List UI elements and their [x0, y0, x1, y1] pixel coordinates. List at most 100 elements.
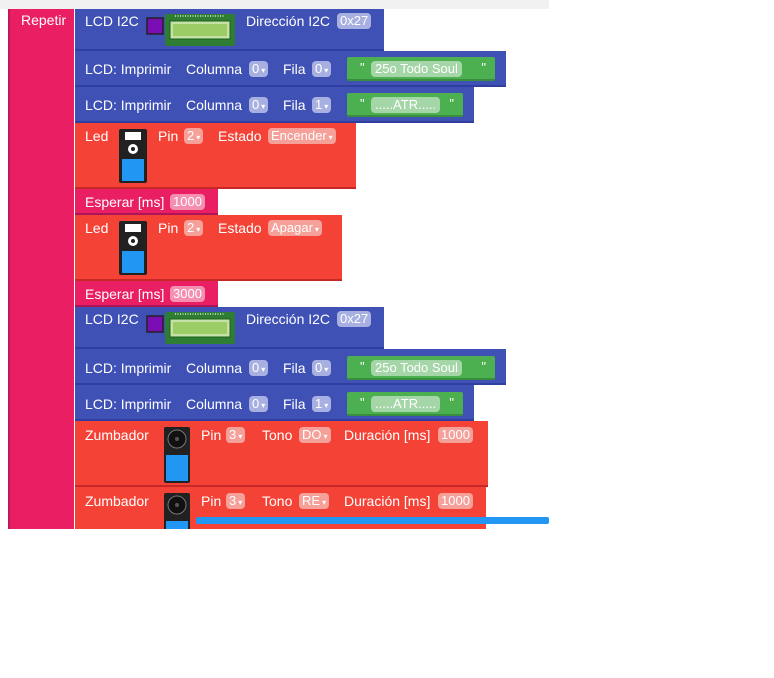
lcd-print-label: LCD: Imprimir: [85, 97, 172, 113]
lcd-i2c-block[interactable]: LCD I2C Dirección I2C 0x27: [75, 9, 384, 56]
row-label: Fila: [283, 360, 306, 376]
text-string-value[interactable]: 25o Todo Soul: [371, 360, 462, 376]
column-select[interactable]: 0▾: [249, 396, 269, 412]
duration-label: Duración [ms]: [344, 427, 431, 443]
open-quote-icon: ": [360, 96, 365, 111]
duration-value[interactable]: 1000: [438, 427, 473, 443]
row-value: 0: [315, 61, 323, 76]
chevron-down-icon: ▾: [322, 498, 327, 507]
chevron-down-icon: ▾: [328, 133, 333, 142]
wait-block[interactable]: Esperar [ms] 3000: [75, 281, 218, 312]
column-label: Columna: [186, 97, 243, 113]
workspace-top-edge: [0, 0, 549, 9]
wait-label: Esperar [ms]: [85, 194, 165, 210]
text-string-value[interactable]: .....ATR.....: [371, 396, 441, 412]
close-quote-icon: ": [449, 96, 454, 111]
pin-select[interactable]: 3▾: [226, 493, 246, 509]
chevron-down-icon: ▾: [324, 66, 329, 75]
chevron-down-icon: ▾: [324, 365, 329, 374]
i2c-address-label: Dirección I2C: [246, 13, 331, 29]
repeat-loop-block[interactable]: Repetir: [8, 9, 74, 529]
chevron-down-icon: ▾: [323, 432, 328, 441]
led-module-icon: [119, 221, 147, 275]
text-string-block[interactable]: " .....ATR..... ": [347, 392, 463, 416]
row-label: Fila: [283, 396, 306, 412]
text-string-block[interactable]: " 25o Todo Soul ": [347, 57, 495, 81]
row-select[interactable]: 1▾: [312, 396, 332, 412]
column-label: Columna: [186, 61, 243, 77]
chevron-down-icon: ▾: [261, 365, 266, 374]
state-value: Encender: [271, 128, 327, 143]
lcd-print-label: LCD: Imprimir: [85, 396, 172, 412]
buzzer-module-icon: [164, 493, 190, 529]
horizontal-scrollbar[interactable]: [196, 517, 549, 524]
lcd-print-block[interactable]: LCD: Imprimir Columna 0▾ Fila 0▾ " 25o T…: [75, 349, 506, 390]
tone-label: Tono: [262, 427, 293, 443]
chevron-down-icon: ▾: [324, 102, 329, 111]
led-label: Led: [85, 128, 109, 144]
chevron-down-icon: ▾: [238, 432, 243, 441]
led-block[interactable]: Led Pin 2▾ Estado Encender▾: [75, 123, 356, 194]
column-value: 0: [252, 97, 260, 112]
column-select[interactable]: 0▾: [249, 61, 269, 77]
wait-value[interactable]: 3000: [170, 286, 205, 302]
column-label: Columna: [186, 396, 243, 412]
wait-label: Esperar [ms]: [85, 286, 165, 302]
chevron-down-icon: ▾: [314, 225, 319, 234]
lcd-i2c-label: LCD I2C: [85, 311, 139, 327]
lcd-i2c-block[interactable]: LCD I2C Dirección I2C 0x27: [75, 307, 384, 354]
blocks-workspace[interactable]: Repetir LCD I2C Dirección I2C 0x27 LCD: …: [0, 0, 549, 529]
column-label: Columna: [186, 360, 243, 376]
open-quote-icon: ": [360, 395, 365, 410]
row-select[interactable]: 0▾: [312, 61, 332, 77]
chevron-down-icon: ▾: [324, 401, 329, 410]
i2c-address-value[interactable]: 0x27: [337, 13, 372, 29]
buzzer-block[interactable]: Zumbador Pin 3▾ Tono DO▾ Duración [ms] 1…: [75, 421, 488, 492]
duration-value[interactable]: 1000: [438, 493, 473, 509]
led-label: Led: [85, 220, 109, 236]
column-select[interactable]: 0▾: [249, 360, 269, 376]
buzzer-label: Zumbador: [85, 493, 149, 509]
tone-select[interactable]: DO▾: [299, 427, 331, 443]
lcd-print-block[interactable]: LCD: Imprimir Columna 0▾ Fila 1▾ " .....…: [75, 87, 474, 128]
pin-label: Pin: [201, 493, 222, 509]
tone-label: Tono: [262, 493, 293, 509]
column-select[interactable]: 0▾: [249, 97, 269, 113]
row-value: 1: [315, 97, 323, 112]
wait-value[interactable]: 1000: [170, 194, 205, 210]
state-label: Estado: [218, 128, 262, 144]
lcd-print-label: LCD: Imprimir: [85, 360, 172, 376]
text-string-value[interactable]: 25o Todo Soul: [371, 61, 462, 77]
text-string-value[interactable]: .....ATR.....: [371, 97, 441, 113]
text-string-block[interactable]: " 25o Todo Soul ": [347, 356, 495, 380]
tone-value: RE: [302, 493, 321, 508]
close-quote-icon: ": [481, 60, 486, 75]
wait-block[interactable]: Esperar [ms] 1000: [75, 189, 218, 220]
lcd-print-block[interactable]: LCD: Imprimir Columna 0▾ Fila 1▾ " .....…: [75, 385, 474, 426]
pin-select[interactable]: 2▾: [184, 220, 204, 236]
tone-select[interactable]: RE▾: [299, 493, 330, 509]
row-select[interactable]: 1▾: [312, 97, 332, 113]
lcd-print-block[interactable]: LCD: Imprimir Columna 0▾ Fila 0▾ " 25o T…: [75, 51, 506, 92]
tone-value: DO: [302, 427, 322, 442]
chevron-down-icon: ▾: [261, 102, 266, 111]
chevron-down-icon: ▾: [261, 66, 266, 75]
lcd-module-icon: [146, 312, 235, 344]
pin-label: Pin: [201, 427, 222, 443]
state-select[interactable]: Apagar▾: [268, 220, 322, 236]
text-string-block[interactable]: " .....ATR..... ": [347, 93, 463, 117]
lcd-i2c-label: LCD I2C: [85, 13, 139, 29]
i2c-address-label: Dirección I2C: [246, 311, 331, 327]
led-module-icon: [119, 129, 147, 183]
led-block[interactable]: Led Pin 2▾ Estado Apagar▾: [75, 215, 342, 286]
state-value: Apagar: [271, 220, 313, 235]
pin-label: Pin: [158, 128, 179, 144]
buzzer-module-icon: [164, 427, 190, 483]
column-value: 0: [252, 61, 260, 76]
row-select[interactable]: 0▾: [312, 360, 332, 376]
pin-select[interactable]: 2▾: [184, 128, 204, 144]
open-quote-icon: ": [360, 60, 365, 75]
pin-select[interactable]: 3▾: [226, 427, 246, 443]
i2c-address-value[interactable]: 0x27: [337, 311, 372, 327]
state-select[interactable]: Encender▾: [268, 128, 336, 144]
